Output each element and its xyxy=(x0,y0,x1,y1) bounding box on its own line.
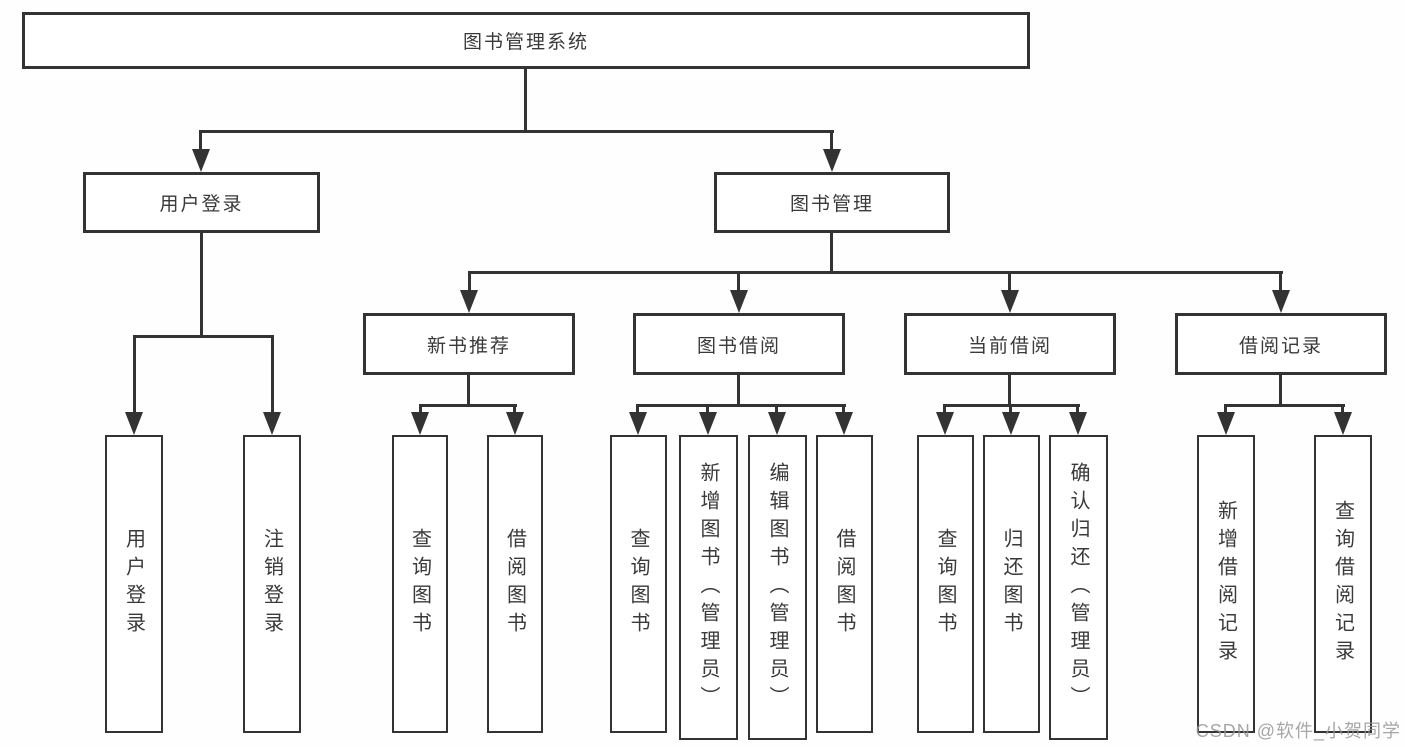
leaf-return-books: 归还图书 xyxy=(983,435,1040,733)
edge-to-book-management xyxy=(830,130,833,152)
node-borrowing-records: 借阅记录 xyxy=(1175,313,1387,375)
leaf-add-borrow-record: 新增借阅记录 xyxy=(1197,435,1255,733)
arrowhead xyxy=(1217,412,1235,435)
arrowhead xyxy=(835,412,853,435)
edge-to-leaf xyxy=(513,404,516,416)
edge-to-leaf xyxy=(1341,404,1344,416)
leaf-confirm-return-admin: 确认归还（管理员） xyxy=(1049,435,1108,740)
edge-stem xyxy=(737,375,740,406)
edge-user-login-stem xyxy=(200,233,203,337)
leaf-borrow-books: 借阅图书 xyxy=(487,435,543,733)
edge-to-borrowing-records xyxy=(1279,271,1282,293)
arrowhead xyxy=(460,290,478,313)
edge-to-user-login xyxy=(199,130,202,152)
leaf-query-books: 查询图书 xyxy=(917,435,974,733)
arrowhead xyxy=(506,412,524,435)
edge-to-leaf xyxy=(842,404,845,416)
edge-to-current-borrowing xyxy=(1008,271,1011,293)
node-book-management: 图书管理 xyxy=(714,172,950,233)
csdn-watermark: CSDN @软件_小贺同学 xyxy=(1195,721,1401,741)
leaf-query-books: 查询图书 xyxy=(610,435,667,733)
edge-stem xyxy=(1279,375,1282,406)
arrowhead xyxy=(125,412,143,435)
arrowhead xyxy=(1002,412,1020,435)
edge-book-mgmt-stem xyxy=(830,233,833,274)
node-user-login: 用户登录 xyxy=(83,172,320,233)
arrowhead xyxy=(730,290,748,313)
edge-rail xyxy=(944,404,1080,407)
leaf-query-books: 查询图书 xyxy=(392,435,448,733)
arrowhead xyxy=(411,412,429,435)
arrowhead xyxy=(1001,290,1019,313)
edge-to-leaf xyxy=(1224,404,1227,416)
arrowhead xyxy=(823,149,841,172)
edge-to-new-book xyxy=(468,271,471,293)
edge-to-leaf xyxy=(706,404,709,416)
arrowhead xyxy=(1272,290,1290,313)
arrowhead xyxy=(192,149,210,172)
arrowhead xyxy=(699,412,717,435)
edge-to-leaf xyxy=(419,404,422,416)
leaf-borrow-books: 借阅图书 xyxy=(816,435,873,733)
arrowhead xyxy=(263,412,281,435)
edge-root-stem xyxy=(524,69,527,131)
edge-rail xyxy=(1225,404,1345,407)
leaf-user-login: 用户登录 xyxy=(105,435,163,733)
arrowhead xyxy=(1069,412,1087,435)
node-new-book-recommend: 新书推荐 xyxy=(363,313,575,375)
edge-to-leaf xyxy=(133,335,136,415)
leaf-add-books-admin: 新增图书（管理员） xyxy=(679,435,738,740)
edge-to-leaf xyxy=(271,335,274,415)
arrowhead xyxy=(768,412,786,435)
edge-to-leaf xyxy=(1009,404,1012,416)
edge-stem xyxy=(1008,375,1011,406)
edge-root-rail xyxy=(200,130,834,133)
node-root-library-system: 图书管理系统 xyxy=(22,12,1030,69)
leaf-edit-books-admin: 编辑图书（管理员） xyxy=(748,435,807,740)
edge-to-book-borrowing xyxy=(737,271,740,293)
node-current-borrowing: 当前借阅 xyxy=(904,313,1116,375)
leaf-logout: 注销登录 xyxy=(243,435,301,733)
edge-user-login-rail xyxy=(133,335,274,338)
edge-book-mgmt-rail xyxy=(468,271,1283,274)
leaf-query-borrow-record: 查询借阅记录 xyxy=(1314,435,1372,733)
arrowhead xyxy=(1334,412,1352,435)
edge-to-leaf xyxy=(943,404,946,416)
edge-rail xyxy=(637,404,846,407)
edge-to-leaf xyxy=(1076,404,1079,416)
edge-stem xyxy=(467,375,470,406)
edge-to-leaf xyxy=(636,404,639,416)
arrowhead xyxy=(936,412,954,435)
edge-rail xyxy=(419,404,517,407)
node-book-borrowing: 图书借阅 xyxy=(633,313,845,375)
arrowhead xyxy=(629,412,647,435)
edge-to-leaf xyxy=(775,404,778,416)
